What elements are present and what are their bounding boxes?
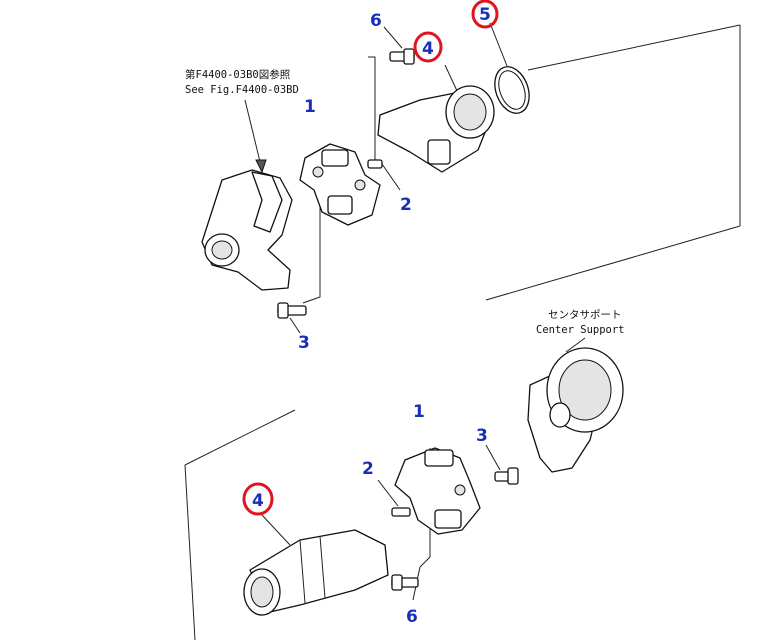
callout-lower-2: 2 <box>362 459 374 479</box>
callout-upper-2: 2 <box>400 195 412 215</box>
reference-note-en: See Fig.F4400-03BD <box>185 84 299 96</box>
center-support-note-jp: センタサポート <box>548 309 622 321</box>
callout-lower-4: 4 <box>252 491 264 511</box>
center-support <box>527 347 624 473</box>
center-support-note-en: Center Support <box>536 324 625 336</box>
upper-frame-lines <box>244 24 741 304</box>
callout-upper-1: 1 <box>304 97 316 117</box>
spline-shaft-lower <box>243 514 389 616</box>
highlight-ring-lower-4 <box>242 482 274 516</box>
bolt-lower-3 <box>485 444 519 485</box>
callout-lower-6: 6 <box>406 607 418 627</box>
bolt-upper-3 <box>277 302 307 334</box>
reference-arrow <box>255 159 267 174</box>
callout-upper-4: 4 <box>422 39 434 59</box>
callout-upper-5: 5 <box>479 5 491 25</box>
grease-fitting-lower <box>377 479 411 517</box>
universal-joint-upper <box>299 143 381 226</box>
slip-yoke-upper <box>377 85 495 173</box>
universal-joint-lower <box>394 447 481 535</box>
highlight-ring-upper-5 <box>471 0 499 29</box>
callout-lower-3: 3 <box>476 426 488 446</box>
bolt-upper-6 <box>383 26 415 65</box>
reference-note-jp: 第F4400-03B0図参照 <box>185 68 291 81</box>
snap-ring-upper <box>489 22 530 114</box>
callout-lower-1: 1 <box>413 402 425 422</box>
bolt-lower-6 <box>391 574 419 591</box>
companion-housing-upper <box>201 169 293 291</box>
highlight-ring-upper-4 <box>413 31 443 63</box>
callout-upper-3: 3 <box>298 333 310 353</box>
callout-upper-6: 6 <box>370 11 382 31</box>
grease-fitting-upper <box>367 159 401 191</box>
